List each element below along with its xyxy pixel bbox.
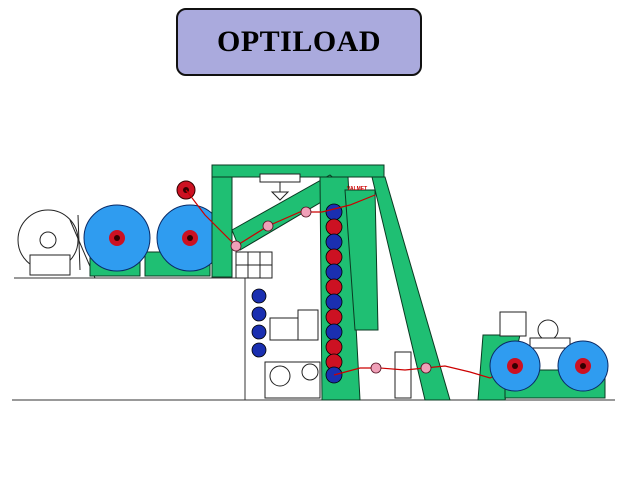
diagram-title: OPTILOAD	[216, 25, 382, 58]
brand-label: VALMET	[347, 186, 367, 192]
left-roll-column	[251, 288, 267, 358]
lower-machinery	[264, 309, 571, 399]
guide-rolls	[230, 206, 432, 374]
web-path-upper	[185, 189, 376, 247]
control-cabinet	[235, 251, 273, 279]
lifting-hook	[259, 173, 301, 201]
title-box: OPTILOAD	[176, 8, 422, 76]
calender-roll-stack	[325, 203, 343, 384]
rewind-section	[489, 340, 609, 392]
unwind-section	[17, 180, 224, 279]
